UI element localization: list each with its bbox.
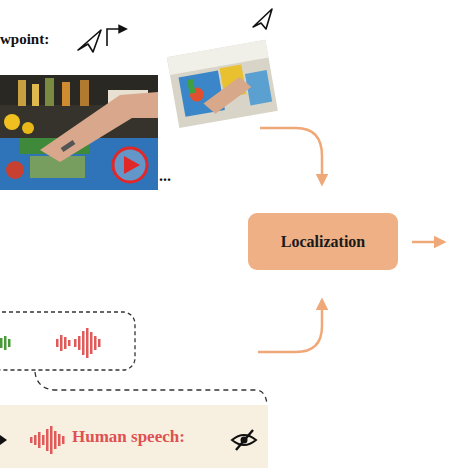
wave-bar — [54, 431, 57, 449]
flow-arrow — [258, 300, 322, 352]
wave-bar — [42, 435, 45, 445]
green-waveform — [0, 336, 11, 350]
process-box: Localization — [248, 213, 398, 270]
wave-bar — [62, 436, 65, 444]
speech-label: Human speech: — [72, 427, 185, 447]
red-waveform — [56, 328, 101, 358]
ellipsis-label: ... — [159, 167, 171, 185]
kitchen-photo — [0, 75, 158, 190]
speech-band: Human speech: — [0, 405, 268, 468]
wave-bar — [30, 437, 33, 443]
wave-bar — [34, 435, 37, 445]
wave-bar — [50, 426, 53, 454]
viewpoint-arrow — [107, 29, 126, 46]
camera-icon — [253, 9, 272, 29]
output-arrow — [412, 241, 444, 244]
audio-group — [0, 312, 135, 370]
wave-bar — [46, 429, 49, 451]
eye-slash-icon — [232, 430, 256, 450]
arrow-tip — [0, 435, 7, 445]
wave-bar — [58, 434, 61, 446]
viewpoint-label: wpoint: — [0, 31, 49, 48]
wave-bar — [38, 432, 41, 448]
kitchen-photo-tilted — [167, 40, 278, 128]
camera-icon — [78, 30, 101, 52]
flow-arrow — [260, 128, 322, 184]
box-label: Localization — [281, 233, 365, 251]
dashed-bracket — [35, 372, 267, 405]
red-waveform — [30, 426, 65, 454]
